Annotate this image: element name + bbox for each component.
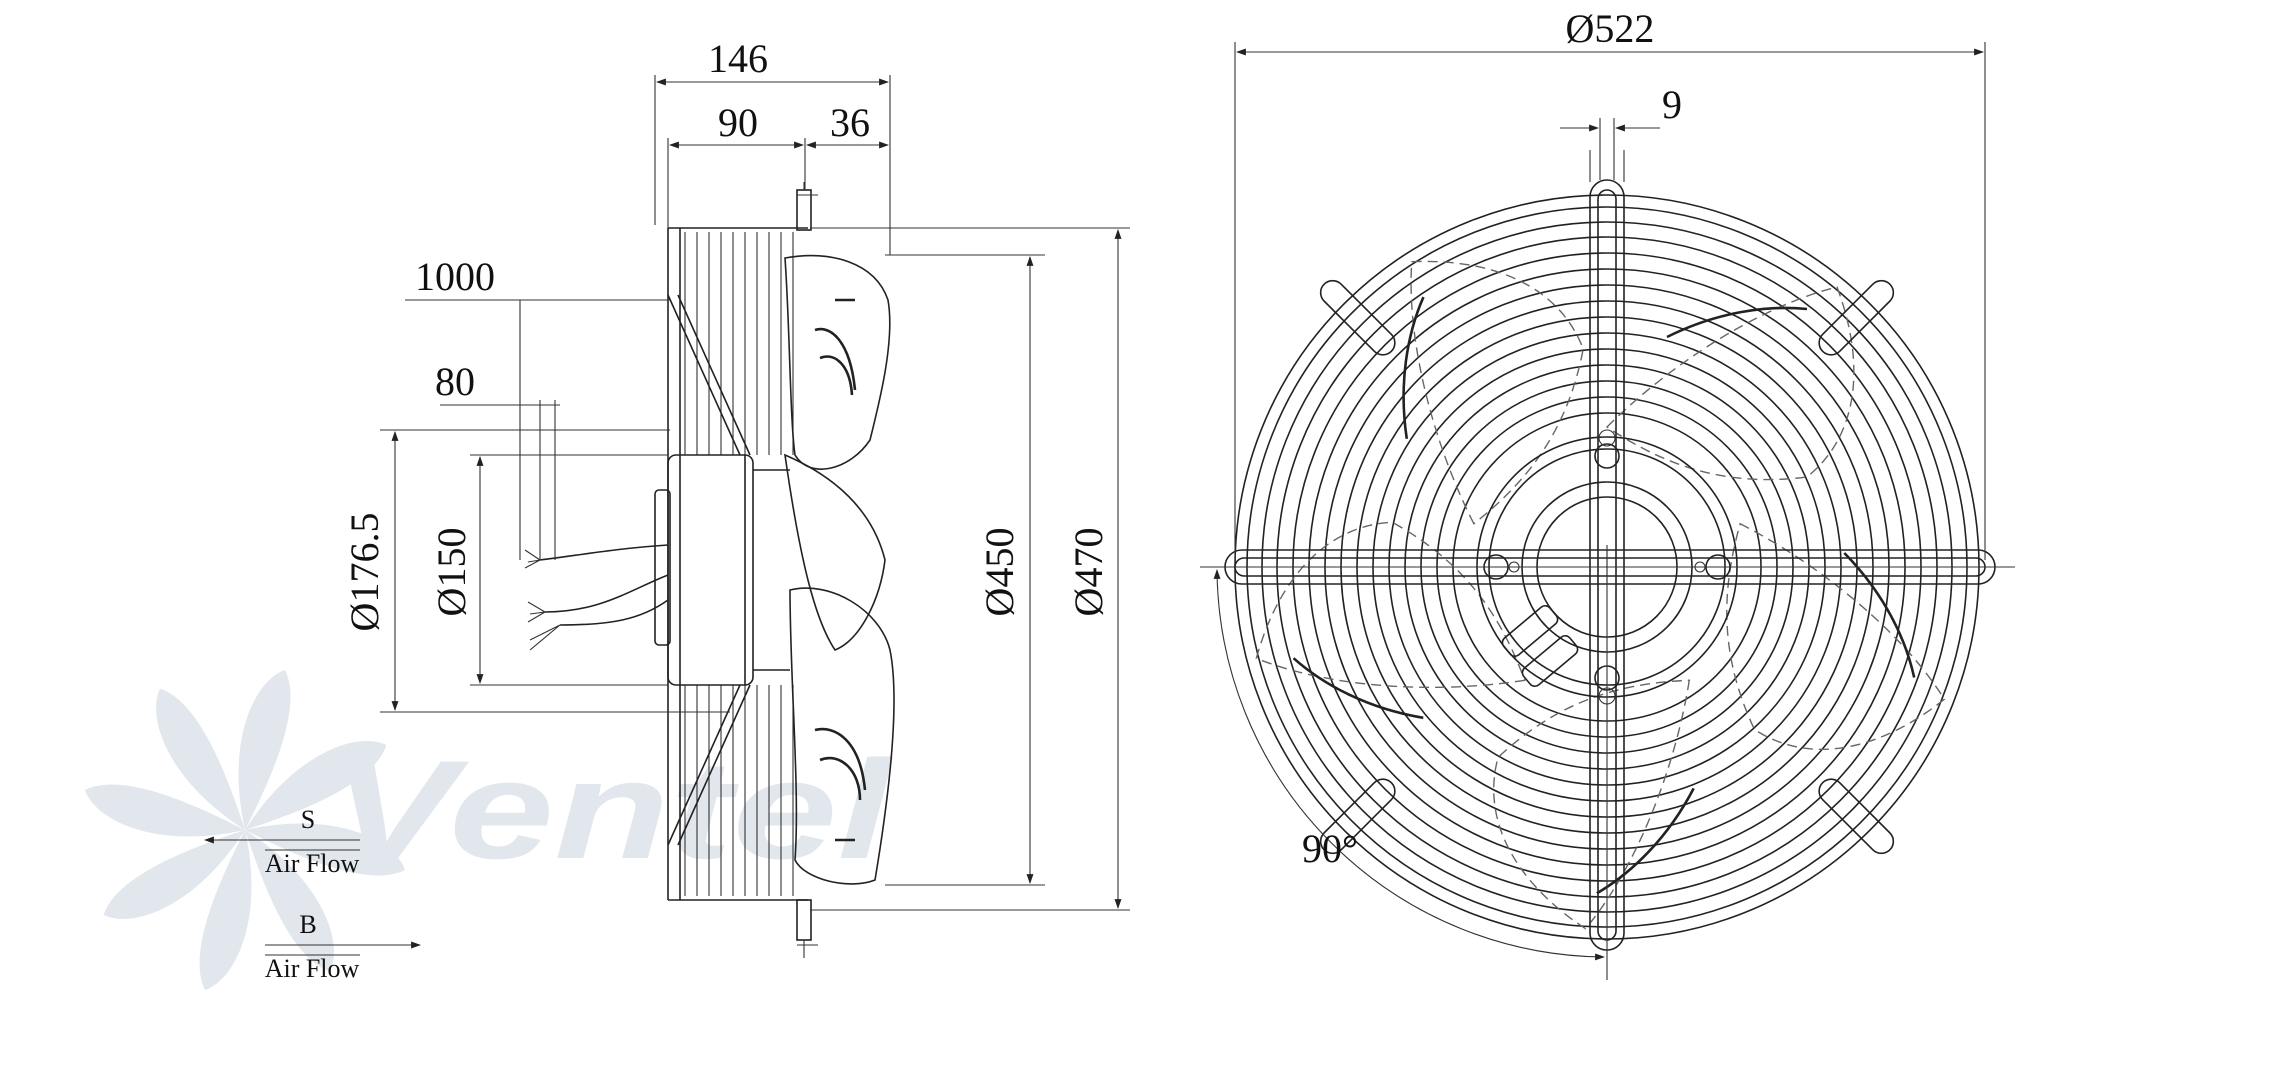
dim-motor-depth: 90 <box>718 100 758 145</box>
watermark-fan-petal <box>156 688 245 830</box>
watermark-fan-petal <box>245 830 334 972</box>
front-view: Ø522 9 90° <box>1200 6 2015 980</box>
airflow-b-label: Air Flow <box>265 954 360 983</box>
dim-cable-length: 1000 <box>415 254 495 299</box>
fan-blade-outline <box>1410 260 1584 525</box>
dim-angle: 90° <box>1302 826 1358 871</box>
fan-blade-outline <box>1726 522 1946 751</box>
airflow-b-letter: B <box>299 910 316 939</box>
fan-blade-outline <box>1255 521 1526 689</box>
motor-body <box>654 454 790 686</box>
mounting-bracket <box>796 182 818 958</box>
watermark-fan-petal <box>199 830 252 990</box>
dim-diameter-blade: Ø450 <box>977 528 1022 617</box>
watermark-brand-text: Ventel <box>330 731 894 888</box>
blade-rib-mark <box>1402 296 1425 440</box>
watermark-fan-petal <box>245 741 387 830</box>
dim-diameter-mount: Ø176.5 <box>342 513 387 632</box>
blade-rib-mark <box>1596 787 1695 895</box>
dim-blade-offset: 36 <box>830 100 870 145</box>
watermark-fan-petal <box>103 830 245 919</box>
airflow-s-label: Air Flow <box>265 849 360 878</box>
dim-diameter-guard-total: Ø522 <box>1566 6 1655 51</box>
side-view: 146 90 36 1000 80 Ø176.5 Ø150 Ø450 Ø470 … <box>204 36 1130 983</box>
dim-total-depth: 146 <box>708 36 768 81</box>
dim-diameter-guard: Ø470 <box>1066 528 1111 617</box>
blade-rib-mark <box>1292 657 1424 720</box>
fan-blade-outline <box>1605 286 1855 481</box>
watermark-fan-petal <box>238 670 291 830</box>
dimension-lines-front <box>1200 42 2015 980</box>
guard-struts <box>667 294 751 846</box>
guard-rings-side <box>684 232 794 896</box>
airflow-s-letter: S <box>301 805 315 834</box>
fan-blades-side <box>784 254 895 885</box>
blade-rib-mark <box>1666 306 1808 339</box>
airflow-legend: S Air Flow B Air Flow <box>204 805 421 983</box>
watermark-fan-icon <box>85 670 405 990</box>
dim-slot-width: 9 <box>1662 82 1682 127</box>
guard-side-profile <box>667 227 808 901</box>
dimension-lines-side <box>380 75 1130 911</box>
dim-diameter-motor: Ø150 <box>429 528 474 617</box>
watermark-logo: Ventel <box>85 670 894 990</box>
motor-cables <box>524 544 669 651</box>
dim-cable-strip: 80 <box>435 359 475 404</box>
watermark-fan-petal <box>85 784 245 837</box>
